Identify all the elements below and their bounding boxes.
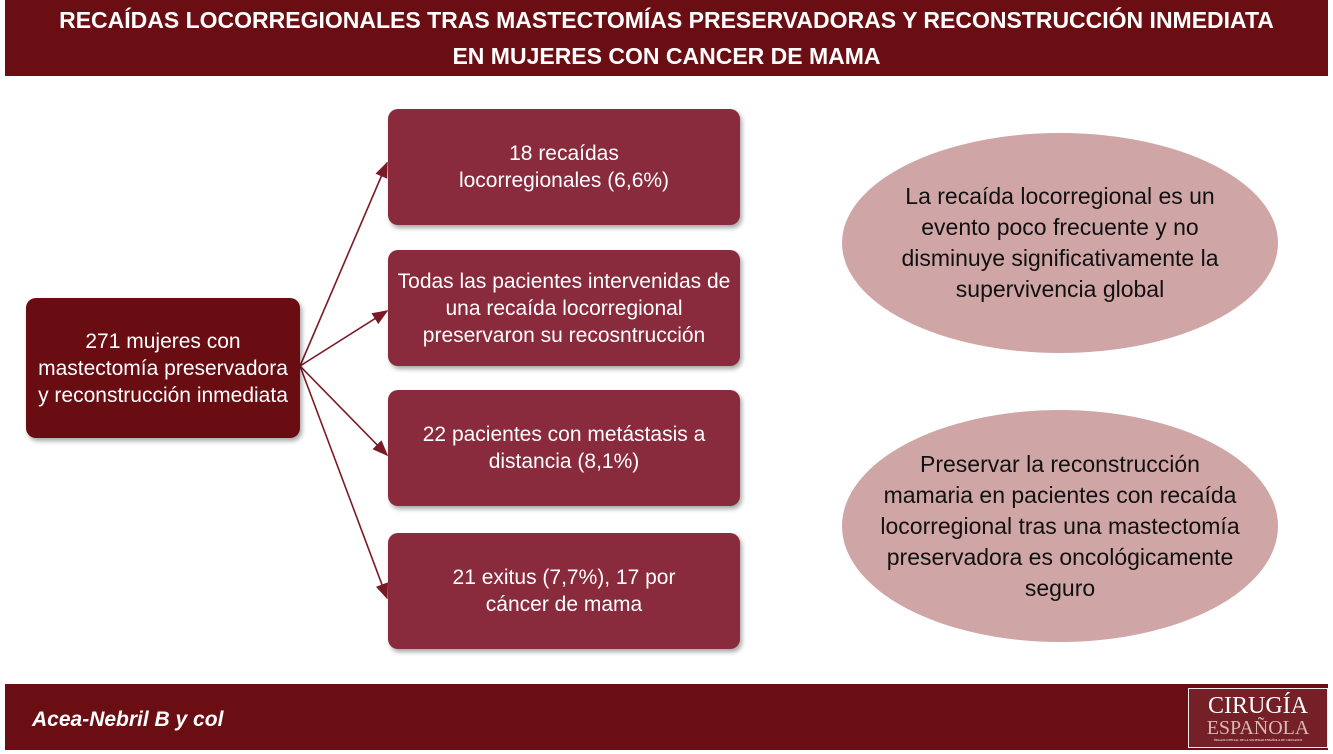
source-box: 271 mujeres con mastectomía preservadora… — [26, 298, 300, 438]
outcome-box: 22 pacientes con metástasis a distancia … — [388, 390, 740, 506]
outcome-text: 18 recaídas locorregionales (6,6%) — [458, 142, 670, 192]
source-text: 271 mujeres con mastectomía preservadora… — [38, 329, 288, 407]
arrow-2 — [299, 310, 389, 367]
arrow-3 — [299, 365, 389, 457]
arrow-1 — [299, 161, 388, 367]
header-banner: RECAÍDAS LOCORREGIONALES TRAS MASTECTOMÍ… — [5, 0, 1328, 76]
journal-logo: CIRUGÍA ESPAÑOLA ÓRGANO OFICIAL DE LA SO… — [1188, 688, 1328, 748]
outcome-text: 22 pacientes con metástasis a distancia … — [422, 423, 706, 473]
outcome-box: Todas las pacientes intervenidas de una … — [388, 250, 740, 366]
conclusion-ellipse: La recaída locorregional es un evento po… — [842, 133, 1278, 353]
conclusion-ellipse: Preservar la reconstrucción mamaria en p… — [842, 410, 1278, 642]
outcome-box: 21 exitus (7,7%), 17 por cáncer de mama — [388, 533, 740, 649]
conclusion-text: Preservar la reconstrucción mamaria en p… — [880, 450, 1240, 601]
outcome-text: Todas las pacientes intervenidas de una … — [397, 269, 731, 347]
logo-tagline: ÓRGANO OFICIAL DE LA SOCIEDAD ESPAÑOLA D… — [1213, 738, 1303, 742]
page-title: RECAÍDAS LOCORREGIONALES TRAS MASTECTOMÍ… — [59, 7, 1274, 69]
logo-line1: CIRUGÍA — [1208, 693, 1308, 719]
outcome-text: 21 exitus (7,7%), 17 por cáncer de mama — [452, 566, 676, 616]
logo-line2: ESPAÑOLA — [1206, 717, 1310, 739]
author-credit: Acea-Nebril B y col — [32, 708, 224, 731]
conclusion-text: La recaída locorregional es un evento po… — [901, 183, 1219, 302]
outcome-box: 18 recaídas locorregionales (6,6%) — [388, 109, 740, 225]
arrow-4 — [299, 365, 388, 600]
footer-bar — [5, 684, 1328, 750]
